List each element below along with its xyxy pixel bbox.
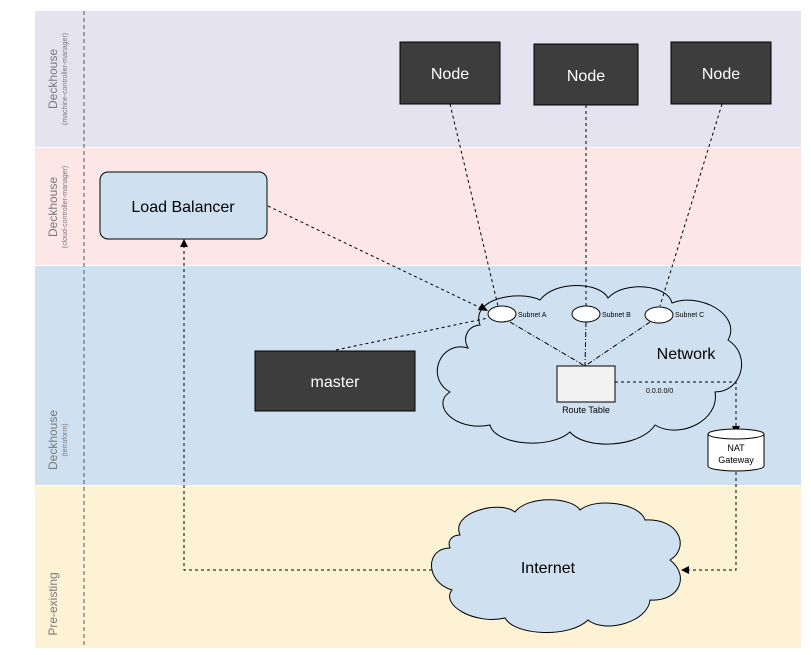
internet-label: Internet xyxy=(521,560,576,577)
band-title: Pre-existing xyxy=(46,572,60,635)
arrowhead-nat-internet xyxy=(681,566,689,574)
node-label: Node xyxy=(702,66,740,83)
node-label: Node xyxy=(431,66,469,83)
band-label-terraform: Deckhouse (terraform) xyxy=(46,410,69,470)
arrowhead-internet-lb xyxy=(180,239,188,247)
band-title: Deckhouse xyxy=(46,410,60,470)
subnet-c-label: Subnet C xyxy=(675,312,704,319)
connector-node3-subnet-c xyxy=(659,103,723,307)
node-label: Node xyxy=(567,68,605,85)
node-box-3[interactable] xyxy=(670,41,772,105)
node-box-2[interactable] xyxy=(533,43,639,106)
band-subtitle: (cloud-controller-manager) xyxy=(62,166,69,248)
load-balancer-label: Load Balancer xyxy=(131,199,235,216)
subnet-b-label: Subnet B xyxy=(602,312,631,319)
nat-gateway-label-line1: NAT xyxy=(727,443,745,453)
subnet-c-ellipse[interactable] xyxy=(644,306,674,324)
band-title: Deckhouse xyxy=(46,177,60,237)
master-label: master xyxy=(311,374,361,391)
band-subtitle: (machine-controller-manager) xyxy=(62,33,69,125)
band-label-cloud-controller: Deckhouse (cloud-controller-manager) xyxy=(46,166,69,248)
internet-cloud xyxy=(431,499,681,634)
connector-subnet-c-route xyxy=(584,321,651,367)
arrowhead-lb-subnet-a xyxy=(478,303,488,311)
load-balancer-box[interactable] xyxy=(99,171,268,240)
network-label: Network xyxy=(657,346,717,363)
node-box-1[interactable] xyxy=(399,41,501,105)
connector-internet-lb xyxy=(183,246,432,571)
connector-lb-subnet-a xyxy=(267,205,484,310)
route-destination-label: 0.0.0.0/0 xyxy=(646,388,673,395)
band-subtitle: (terraform) xyxy=(62,423,69,456)
connector-master-subnet-a xyxy=(335,317,489,351)
subnet-a-ellipse[interactable] xyxy=(487,305,517,323)
nat-gateway-label-line2: Gateway xyxy=(718,455,754,465)
connector-node1-subnet-a xyxy=(449,103,499,307)
route-table-box[interactable] xyxy=(556,365,616,403)
subnet-b-ellipse[interactable] xyxy=(571,305,601,323)
nat-gateway-cylinder[interactable] xyxy=(707,428,765,472)
connector-subnet-b-route xyxy=(584,321,587,367)
connector-route-nat xyxy=(615,381,737,428)
subnet-a-label: Subnet A xyxy=(518,312,547,319)
band-pre-existing xyxy=(35,486,801,648)
connector-subnet-a-route xyxy=(509,321,586,367)
master-box[interactable] xyxy=(254,350,416,412)
network-cloud xyxy=(436,285,743,445)
connector-nat-internet xyxy=(688,472,737,571)
route-table-label: Route Table xyxy=(562,405,610,415)
band-label-machine-controller: Deckhouse (machine-controller-manager) xyxy=(46,33,69,125)
band-title: Deckhouse xyxy=(46,49,60,109)
band-label-pre-existing: Pre-existing xyxy=(46,572,60,635)
